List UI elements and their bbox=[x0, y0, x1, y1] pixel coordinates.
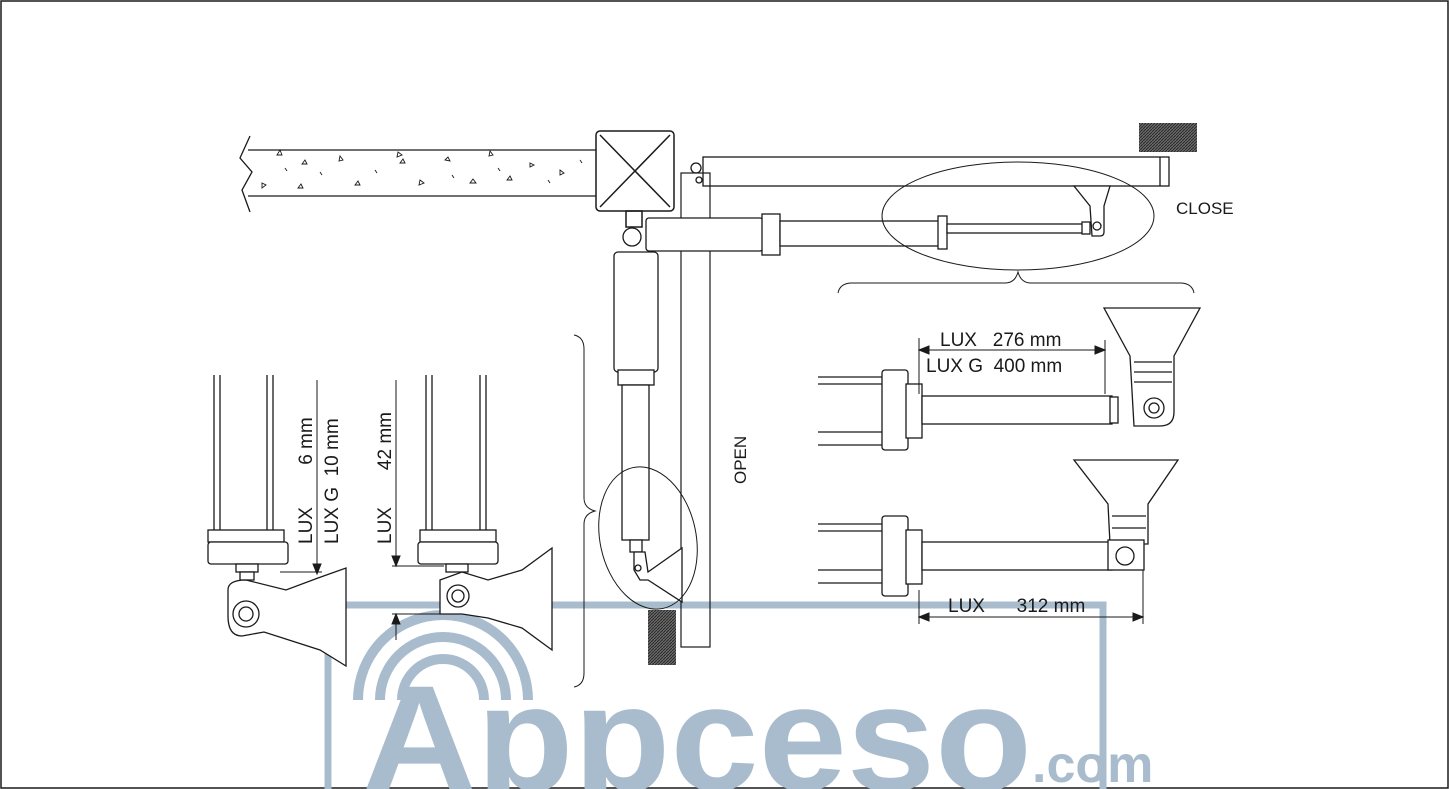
wifi-arc-medium bbox=[375, 632, 511, 701]
wifi-arc-small bbox=[397, 654, 489, 701]
detail-ellipse-open bbox=[598, 466, 698, 610]
label-luxg-400: LUX G 400 mm bbox=[926, 356, 1062, 377]
brace-open-detail bbox=[573, 334, 597, 688]
gate-pillar bbox=[595, 130, 675, 228]
label-lux-42: LUX 42 mm bbox=[375, 412, 396, 544]
detail-arm-extended bbox=[818, 307, 1202, 451]
dimension-lux-42 bbox=[391, 380, 444, 640]
gate-leaf-open bbox=[680, 172, 711, 648]
watermark-text: Appceso bbox=[362, 654, 1032, 789]
label-lux-6: LUX 6 mm bbox=[296, 417, 317, 544]
label-open: OPEN bbox=[731, 436, 750, 484]
wall bbox=[239, 135, 596, 213]
detail-ellipse-closed bbox=[881, 161, 1155, 271]
gate-stopper-closed bbox=[1139, 123, 1197, 152]
gate-leaf-closed bbox=[690, 156, 1170, 187]
operator-closed bbox=[622, 185, 1111, 256]
label-lux-276: LUX 276 mm bbox=[940, 330, 1061, 351]
dimension-lux-276 bbox=[917, 338, 1107, 394]
dimension-lux-312 bbox=[917, 570, 1145, 624]
operator-open bbox=[613, 251, 683, 604]
gate-stopper-open bbox=[648, 610, 676, 665]
detail-arm-retracted bbox=[818, 459, 1180, 597]
watermark: Appceso .com bbox=[324, 601, 1153, 789]
label-luxg-10: LUX G 10 mm bbox=[322, 418, 343, 544]
label-close: CLOSE bbox=[1176, 199, 1234, 218]
wifi-arc-large bbox=[353, 610, 533, 701]
watermark-suffix: .com bbox=[1032, 736, 1153, 789]
watermark-frame bbox=[324, 601, 1107, 789]
brace-closed-detail bbox=[837, 270, 1195, 294]
dimension-lux-6-10 bbox=[280, 380, 322, 576]
label-lux-312: LUX 312 mm bbox=[948, 596, 1085, 617]
detail-hinge-b bbox=[417, 375, 553, 652]
detail-hinge-a bbox=[207, 375, 347, 668]
